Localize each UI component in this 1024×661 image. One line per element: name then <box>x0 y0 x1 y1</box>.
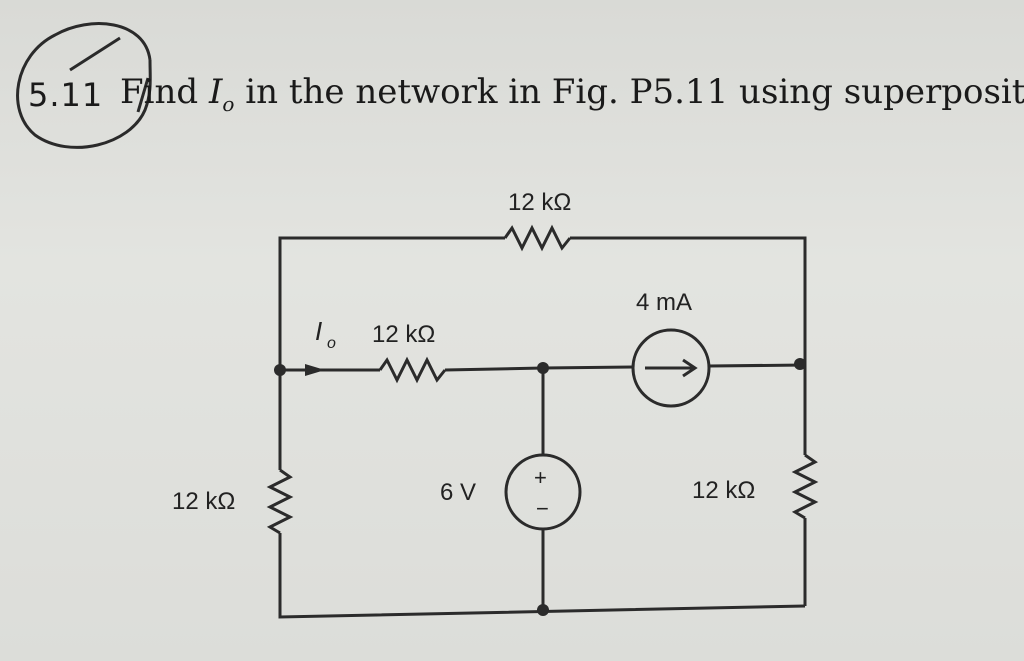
hand-drawn-circle <box>16 22 152 149</box>
left-resistor-symbol <box>266 468 294 535</box>
middle-resistor-symbol <box>378 356 447 384</box>
top-resistor-symbol <box>503 224 572 252</box>
current-source-symbol <box>631 328 711 408</box>
current-arrow <box>645 358 698 378</box>
statement-find: Find <box>120 72 199 112</box>
wire-top-left <box>278 236 505 370</box>
node-left <box>274 364 286 376</box>
right-resistor-symbol <box>791 453 819 520</box>
statement-variable: I <box>208 72 223 112</box>
node-bottom <box>537 604 549 616</box>
statement-subscript: o <box>222 91 235 116</box>
node-right <box>794 358 806 370</box>
slash-mark <box>136 77 150 113</box>
io-label: I <box>315 316 322 346</box>
io-subscript: o <box>327 335 336 352</box>
left-resistor-label: 12 kΩ <box>172 488 235 515</box>
voltage-minus-sign: − <box>536 496 549 521</box>
node-center <box>537 362 549 374</box>
middle-resistor-label: 12 kΩ <box>372 321 435 348</box>
wire-middle-right <box>708 363 806 368</box>
voltage-plus-sign: + <box>534 465 547 490</box>
problem-number: 5.11 <box>28 76 104 114</box>
wire-top-right <box>570 236 807 365</box>
wire-bottom <box>278 533 806 619</box>
voltage-source-label: 6 V <box>440 479 476 506</box>
problem-statement: Find Io in the network in Fig. P5.11 usi… <box>120 72 1024 116</box>
io-arrow-icon <box>305 364 325 376</box>
statement-rest: in the network in Fig. P5.11 using super… <box>234 72 1024 112</box>
right-resistor-label: 12 kΩ <box>692 477 755 504</box>
top-resistor-label: 12 kΩ <box>508 189 571 216</box>
current-source-label: 4 mA <box>636 289 692 316</box>
